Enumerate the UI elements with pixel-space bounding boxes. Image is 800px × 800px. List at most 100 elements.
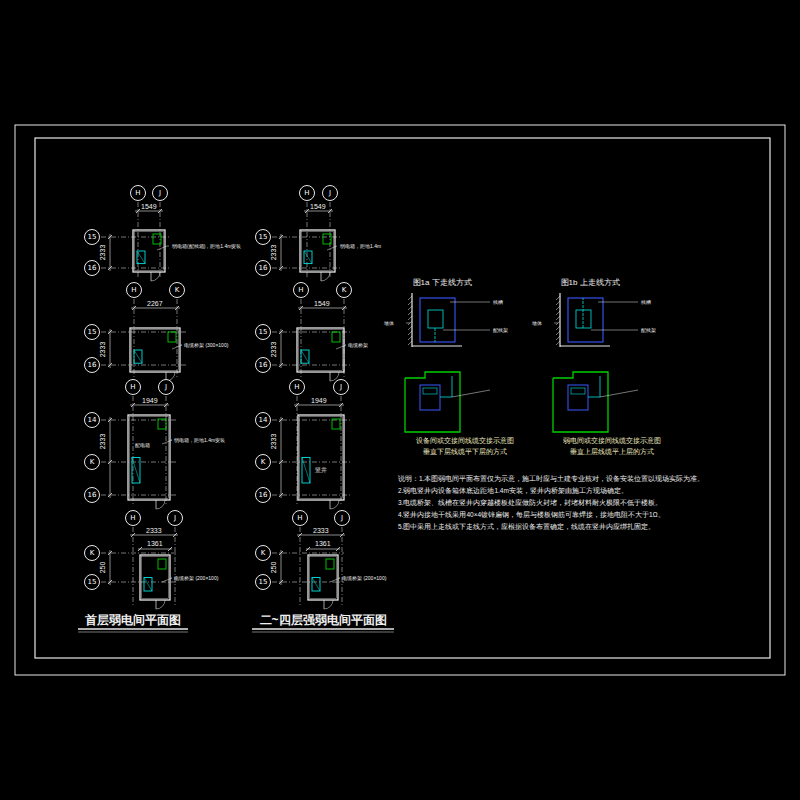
dimension-tick bbox=[279, 363, 283, 367]
callout-text: 配线架 bbox=[641, 328, 656, 333]
wall-hatch bbox=[408, 296, 412, 300]
dimension-tick bbox=[279, 493, 283, 497]
distribution-box bbox=[326, 559, 334, 569]
wall-hatch bbox=[556, 296, 560, 300]
callout-text: 墙体 bbox=[384, 321, 394, 326]
leader-line bbox=[330, 578, 340, 582]
axis-bubble: 16 bbox=[84, 357, 100, 373]
figure-caption: 弱电间或交接间线缆交接示意图 bbox=[563, 438, 661, 445]
dimension-tick bbox=[164, 403, 168, 407]
room-wall-inner bbox=[135, 232, 164, 271]
callout-text: 配线架 bbox=[493, 328, 508, 333]
room-wall bbox=[298, 415, 344, 500]
wall-hatch bbox=[556, 336, 560, 340]
distribution-box bbox=[323, 234, 331, 244]
dimension-line bbox=[131, 308, 180, 309]
wall-hatch bbox=[408, 326, 412, 330]
axis-bubble: J bbox=[334, 510, 350, 526]
leader-line bbox=[598, 302, 638, 303]
door-swing bbox=[156, 500, 165, 509]
axis-bubble: J bbox=[167, 510, 183, 526]
callout-text: 弱电箱(配线箱)，距地1.4m安装 bbox=[172, 244, 241, 249]
dimension-tick bbox=[340, 533, 344, 537]
axis-bubble: H bbox=[292, 510, 308, 526]
dimension-tick bbox=[279, 235, 283, 239]
dimension-tick bbox=[131, 533, 135, 537]
dimension-tick bbox=[175, 306, 179, 310]
callout-text: 电缆桥架 (200×100) bbox=[174, 576, 218, 581]
axis-label: H bbox=[130, 384, 135, 391]
axis-bubble: K bbox=[84, 545, 100, 561]
axis-bubble: 14 bbox=[84, 412, 100, 428]
callout-text: 弱电箱，距地1.4m bbox=[340, 244, 381, 249]
room-wall bbox=[133, 230, 165, 272]
dimension-tick bbox=[108, 235, 112, 239]
dimension-tick bbox=[108, 330, 112, 334]
room-wall-inner bbox=[300, 417, 343, 499]
axis-bubble: H bbox=[130, 185, 146, 201]
callout-text: 弱电箱，距地1.4m安装 bbox=[174, 438, 225, 443]
dimension-line bbox=[110, 550, 111, 585]
axis-label: J bbox=[340, 384, 342, 391]
equipment-box bbox=[134, 350, 142, 363]
equipment-box bbox=[312, 578, 320, 592]
axis-label: 16 bbox=[88, 492, 97, 499]
dimension-tick bbox=[298, 533, 302, 537]
equipment-mark bbox=[132, 458, 140, 484]
dimension-text: 250 bbox=[99, 561, 106, 573]
wall-hatch bbox=[408, 301, 412, 305]
callout-text: 电缆桥架 (300×100) bbox=[184, 343, 228, 348]
room-wall-inner bbox=[299, 330, 343, 371]
axis-label: H bbox=[298, 287, 303, 294]
equipment-room bbox=[405, 372, 460, 432]
dimension-tick bbox=[299, 306, 303, 310]
dimension-text: 1949 bbox=[311, 397, 327, 404]
axis-line bbox=[160, 202, 161, 278]
dimension-tick bbox=[108, 460, 112, 464]
equipment-mark bbox=[301, 350, 309, 363]
leader-line bbox=[336, 345, 346, 349]
dimension-text: 1549 bbox=[310, 203, 326, 210]
room-wall-inner bbox=[130, 417, 169, 499]
figure-title: 图1a 下走线方式 bbox=[413, 279, 472, 287]
dimension-tick bbox=[132, 306, 136, 310]
axis-line bbox=[272, 495, 350, 496]
leader-line bbox=[591, 330, 638, 331]
dimension-line bbox=[281, 550, 282, 585]
door-leaf bbox=[151, 272, 152, 281]
axis-bubble: 15 bbox=[255, 574, 271, 590]
equipment-box bbox=[301, 350, 309, 363]
dimension-tick bbox=[279, 551, 283, 555]
wall-hatch bbox=[408, 306, 412, 310]
axis-label: 15 bbox=[88, 329, 97, 336]
dimension-text: 2333 bbox=[313, 527, 329, 534]
note-text: 2.弱电竖井内设备箱体底边距地1.4m安装，竖井内桥架由施工方现场确定。 bbox=[398, 488, 628, 495]
door-leaf bbox=[321, 272, 322, 281]
equipment-mark bbox=[312, 578, 320, 592]
wall-hatch bbox=[408, 331, 412, 335]
dimension-line bbox=[135, 211, 163, 212]
cabinet-detail bbox=[423, 388, 437, 394]
axis-label: 14 bbox=[259, 417, 268, 424]
axis-label: 14 bbox=[88, 417, 97, 424]
figure-title: 图1b 上走线方式 bbox=[561, 279, 620, 287]
callout-text: 电缆桥架 bbox=[348, 343, 368, 348]
axis-line bbox=[272, 365, 350, 366]
leader-line bbox=[554, 323, 558, 324]
door-swing bbox=[321, 272, 330, 281]
axis-label: K bbox=[90, 459, 95, 466]
room-wall bbox=[308, 555, 338, 600]
room-wall bbox=[297, 328, 344, 372]
callout-text: 线槽 bbox=[493, 300, 503, 305]
dimension-tick bbox=[108, 363, 112, 367]
axis-label: 16 bbox=[259, 265, 268, 272]
figure-caption: 设备间或交接间线缆交接示意图 bbox=[416, 438, 514, 445]
sheet-border bbox=[35, 138, 770, 658]
axis-label: J bbox=[341, 515, 343, 522]
leader-line bbox=[327, 246, 337, 250]
cable-tray bbox=[588, 376, 600, 397]
wall-hatch bbox=[556, 341, 560, 345]
cabinet-detail bbox=[571, 388, 585, 394]
dimension-tick bbox=[173, 533, 177, 537]
room-wall-inner bbox=[142, 557, 169, 599]
